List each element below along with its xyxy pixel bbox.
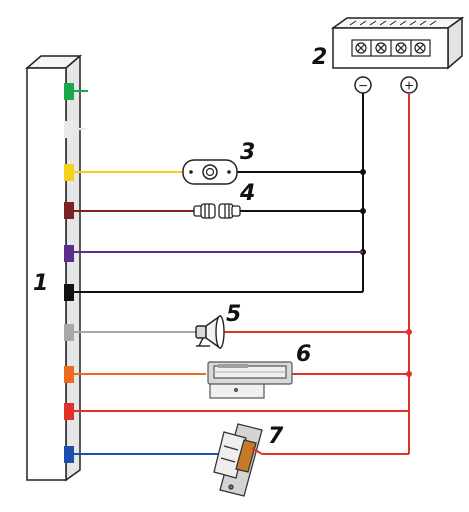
siren [195, 314, 225, 350]
label-electric-strike: 7 [268, 424, 284, 449]
terminal-white [64, 121, 74, 138]
label-controller: 1 [33, 271, 48, 296]
positive-terminal-label: + [404, 79, 414, 93]
power-supply [330, 16, 465, 70]
negative-bus [74, 93, 364, 293]
terminal-black [64, 284, 74, 301]
positive-junctions [406, 329, 412, 377]
terminal-blue [64, 446, 74, 463]
terminal-orange [64, 366, 74, 383]
exit-button [182, 159, 238, 185]
controller-front-face [26, 67, 67, 481]
terminal-purple [64, 245, 74, 262]
negative-terminal: − [354, 76, 372, 94]
terminal-green [64, 83, 74, 100]
label-exit-button: 3 [240, 140, 255, 165]
psu-vents [349, 20, 437, 26]
positive-terminal: + [400, 76, 418, 94]
label-siren: 5 [226, 302, 241, 327]
terminal-gray [64, 324, 74, 341]
label-magnetic-lock: 6 [296, 342, 311, 367]
terminal-red [64, 403, 74, 420]
terminal-brown [64, 202, 74, 219]
magnetic-lock [207, 361, 293, 399]
door-sensor [193, 203, 241, 219]
label-power-supply: 2 [312, 45, 327, 70]
terminal-yellow [64, 164, 74, 181]
positive-bus [74, 93, 410, 455]
negative-terminal-label: − [358, 79, 368, 93]
electric-strike [213, 423, 263, 497]
terminal-block [64, 83, 74, 463]
psu-terminal-screws [355, 40, 426, 56]
label-door-sensor: 4 [239, 181, 255, 206]
